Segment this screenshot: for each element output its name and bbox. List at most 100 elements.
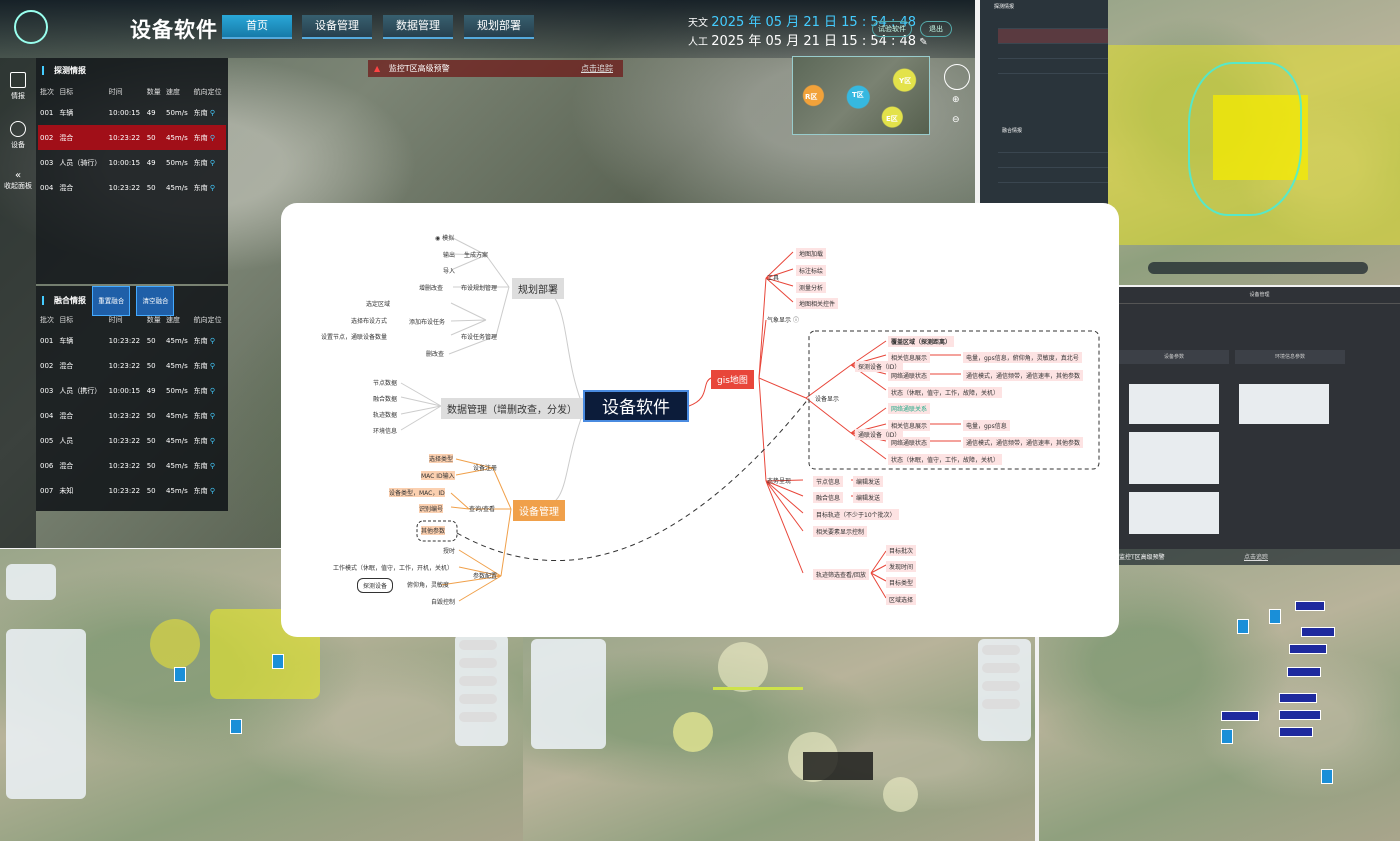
heading-text: 东南 (193, 486, 208, 495)
nav-data-management[interactable]: 数据管理 (383, 15, 453, 39)
nav-planning[interactable]: 规划部署 (464, 15, 534, 39)
clear-fusion-button[interactable]: 清空融合 (136, 286, 175, 316)
location-pin-icon[interactable]: ⚲ (209, 386, 215, 395)
node-comm-device-id: 通联设备（ID） (855, 429, 904, 440)
device-marker[interactable] (230, 719, 242, 734)
nav-home[interactable]: 首页 (222, 15, 292, 39)
tool-button[interactable] (459, 658, 497, 668)
device-marker[interactable] (1221, 729, 1233, 744)
location-pin-icon[interactable]: ⚲ (209, 133, 215, 142)
tool-button[interactable] (459, 712, 497, 722)
cell: 004 (40, 183, 54, 192)
target-label[interactable] (1279, 710, 1321, 720)
tile-title: 融合情报 (1002, 128, 1023, 134)
cell: 002 (40, 361, 54, 370)
cell: 东南 ⚲ (192, 328, 226, 353)
tool-button[interactable] (982, 699, 1020, 709)
map-toolbar[interactable] (1148, 262, 1368, 274)
compass-icon[interactable] (944, 64, 970, 90)
tool-button[interactable] (459, 694, 497, 704)
list-item[interactable] (998, 14, 1108, 29)
nav-device-management[interactable]: 设备管理 (302, 15, 372, 39)
alarm-track-link[interactable]: 点击追踪 (1244, 554, 1269, 561)
device-marker[interactable] (272, 654, 284, 669)
location-pin-icon[interactable]: ⚲ (209, 411, 215, 420)
target-label[interactable] (1279, 693, 1317, 703)
node-device: 设备管理 (513, 500, 565, 521)
device-marker[interactable] (1269, 609, 1281, 624)
cell: 50 (144, 125, 165, 150)
node-comm-net-text: 通信模式，通信频带，通信速率，其他参数 (963, 437, 1084, 448)
col-header: 目标 (59, 316, 74, 324)
location-pin-icon[interactable]: ⚲ (209, 436, 215, 445)
list-item[interactable] (998, 153, 1108, 168)
cell: 10:23:22 (108, 411, 141, 420)
target-label[interactable] (1295, 601, 1325, 611)
side-item-intel[interactable]: 情报 (0, 72, 36, 101)
col-header: 速度 (166, 88, 181, 96)
alarm-track-link[interactable]: 点击追踪 (581, 64, 613, 73)
node-elements: 相关要素显示控制 (813, 526, 868, 537)
location-pin-icon[interactable]: ⚲ (209, 183, 215, 192)
cell: 006 (40, 461, 54, 470)
node-detect-device-id: 探测设备（ID） (855, 361, 904, 372)
target-label[interactable] (1221, 711, 1259, 721)
list-item[interactable] (998, 168, 1108, 183)
side-item-device[interactable]: 设备 (0, 121, 36, 150)
alarm-banner: ▲ 监控T区高级预警 点击追踪 (368, 60, 623, 77)
panel-header: 探测情报 (36, 58, 228, 84)
list-item[interactable] (998, 59, 1108, 74)
list-item[interactable] (998, 29, 1108, 44)
astro-time-value: 2025 年 05 月 21 日 15 : 54 : 48 (711, 15, 917, 30)
location-pin-icon[interactable]: ⚲ (209, 158, 215, 167)
location-pin-icon[interactable]: ⚲ (209, 108, 215, 117)
zoom-out-icon[interactable]: ⊖ (952, 115, 960, 125)
edit-icon[interactable]: ✎ (919, 37, 928, 48)
device-marker[interactable] (174, 667, 186, 682)
minimap[interactable]: R区 T区 Y区 E区 (792, 56, 930, 135)
device-marker[interactable] (1237, 619, 1249, 634)
location-pin-icon[interactable]: ⚲ (209, 336, 215, 345)
location-pin-icon[interactable]: ⚲ (209, 486, 215, 495)
tool-button[interactable] (982, 681, 1020, 691)
node-task-mgmt: 布设任务管理 (461, 334, 498, 341)
node-status: 状态（休眠，值守，工作，故障，关机） (888, 387, 1003, 398)
location-pin-icon[interactable]: ⚲ (209, 461, 215, 470)
reset-fusion-button[interactable]: 重置融合 (92, 286, 131, 316)
logout-button[interactable]: 退出 (920, 21, 952, 37)
location-pin-icon[interactable]: ⚲ (209, 361, 215, 370)
tool-button[interactable] (459, 640, 497, 650)
test-software-button[interactable]: 试验软件 (872, 21, 912, 37)
tool-button[interactable] (982, 663, 1020, 673)
cell: 东南 ⚲ (192, 378, 226, 403)
target-label[interactable] (1289, 644, 1327, 654)
side-item-collapse[interactable]: « 收起面板 (0, 170, 36, 191)
info-tooltip (803, 752, 873, 780)
node-set-nodes: 设置节点，通联设备数量 (321, 334, 388, 341)
col-header: 时间 (108, 316, 123, 324)
col-header: 速度 (166, 316, 181, 324)
target-label[interactable] (1287, 667, 1321, 677)
target-label[interactable] (1301, 627, 1335, 637)
tool-button[interactable] (982, 645, 1020, 655)
zoom-in-icon[interactable]: ⊕ (952, 95, 960, 105)
node-output: 输出 (443, 252, 456, 259)
device-marker[interactable] (1321, 769, 1333, 784)
node-plan-mgmt: 布设规划管理 (461, 285, 498, 292)
list-item[interactable] (998, 138, 1108, 153)
list-item[interactable] (998, 44, 1108, 59)
tool-button[interactable] (459, 676, 497, 686)
target-label[interactable] (1279, 727, 1313, 737)
cell: 45m/s (166, 486, 188, 495)
